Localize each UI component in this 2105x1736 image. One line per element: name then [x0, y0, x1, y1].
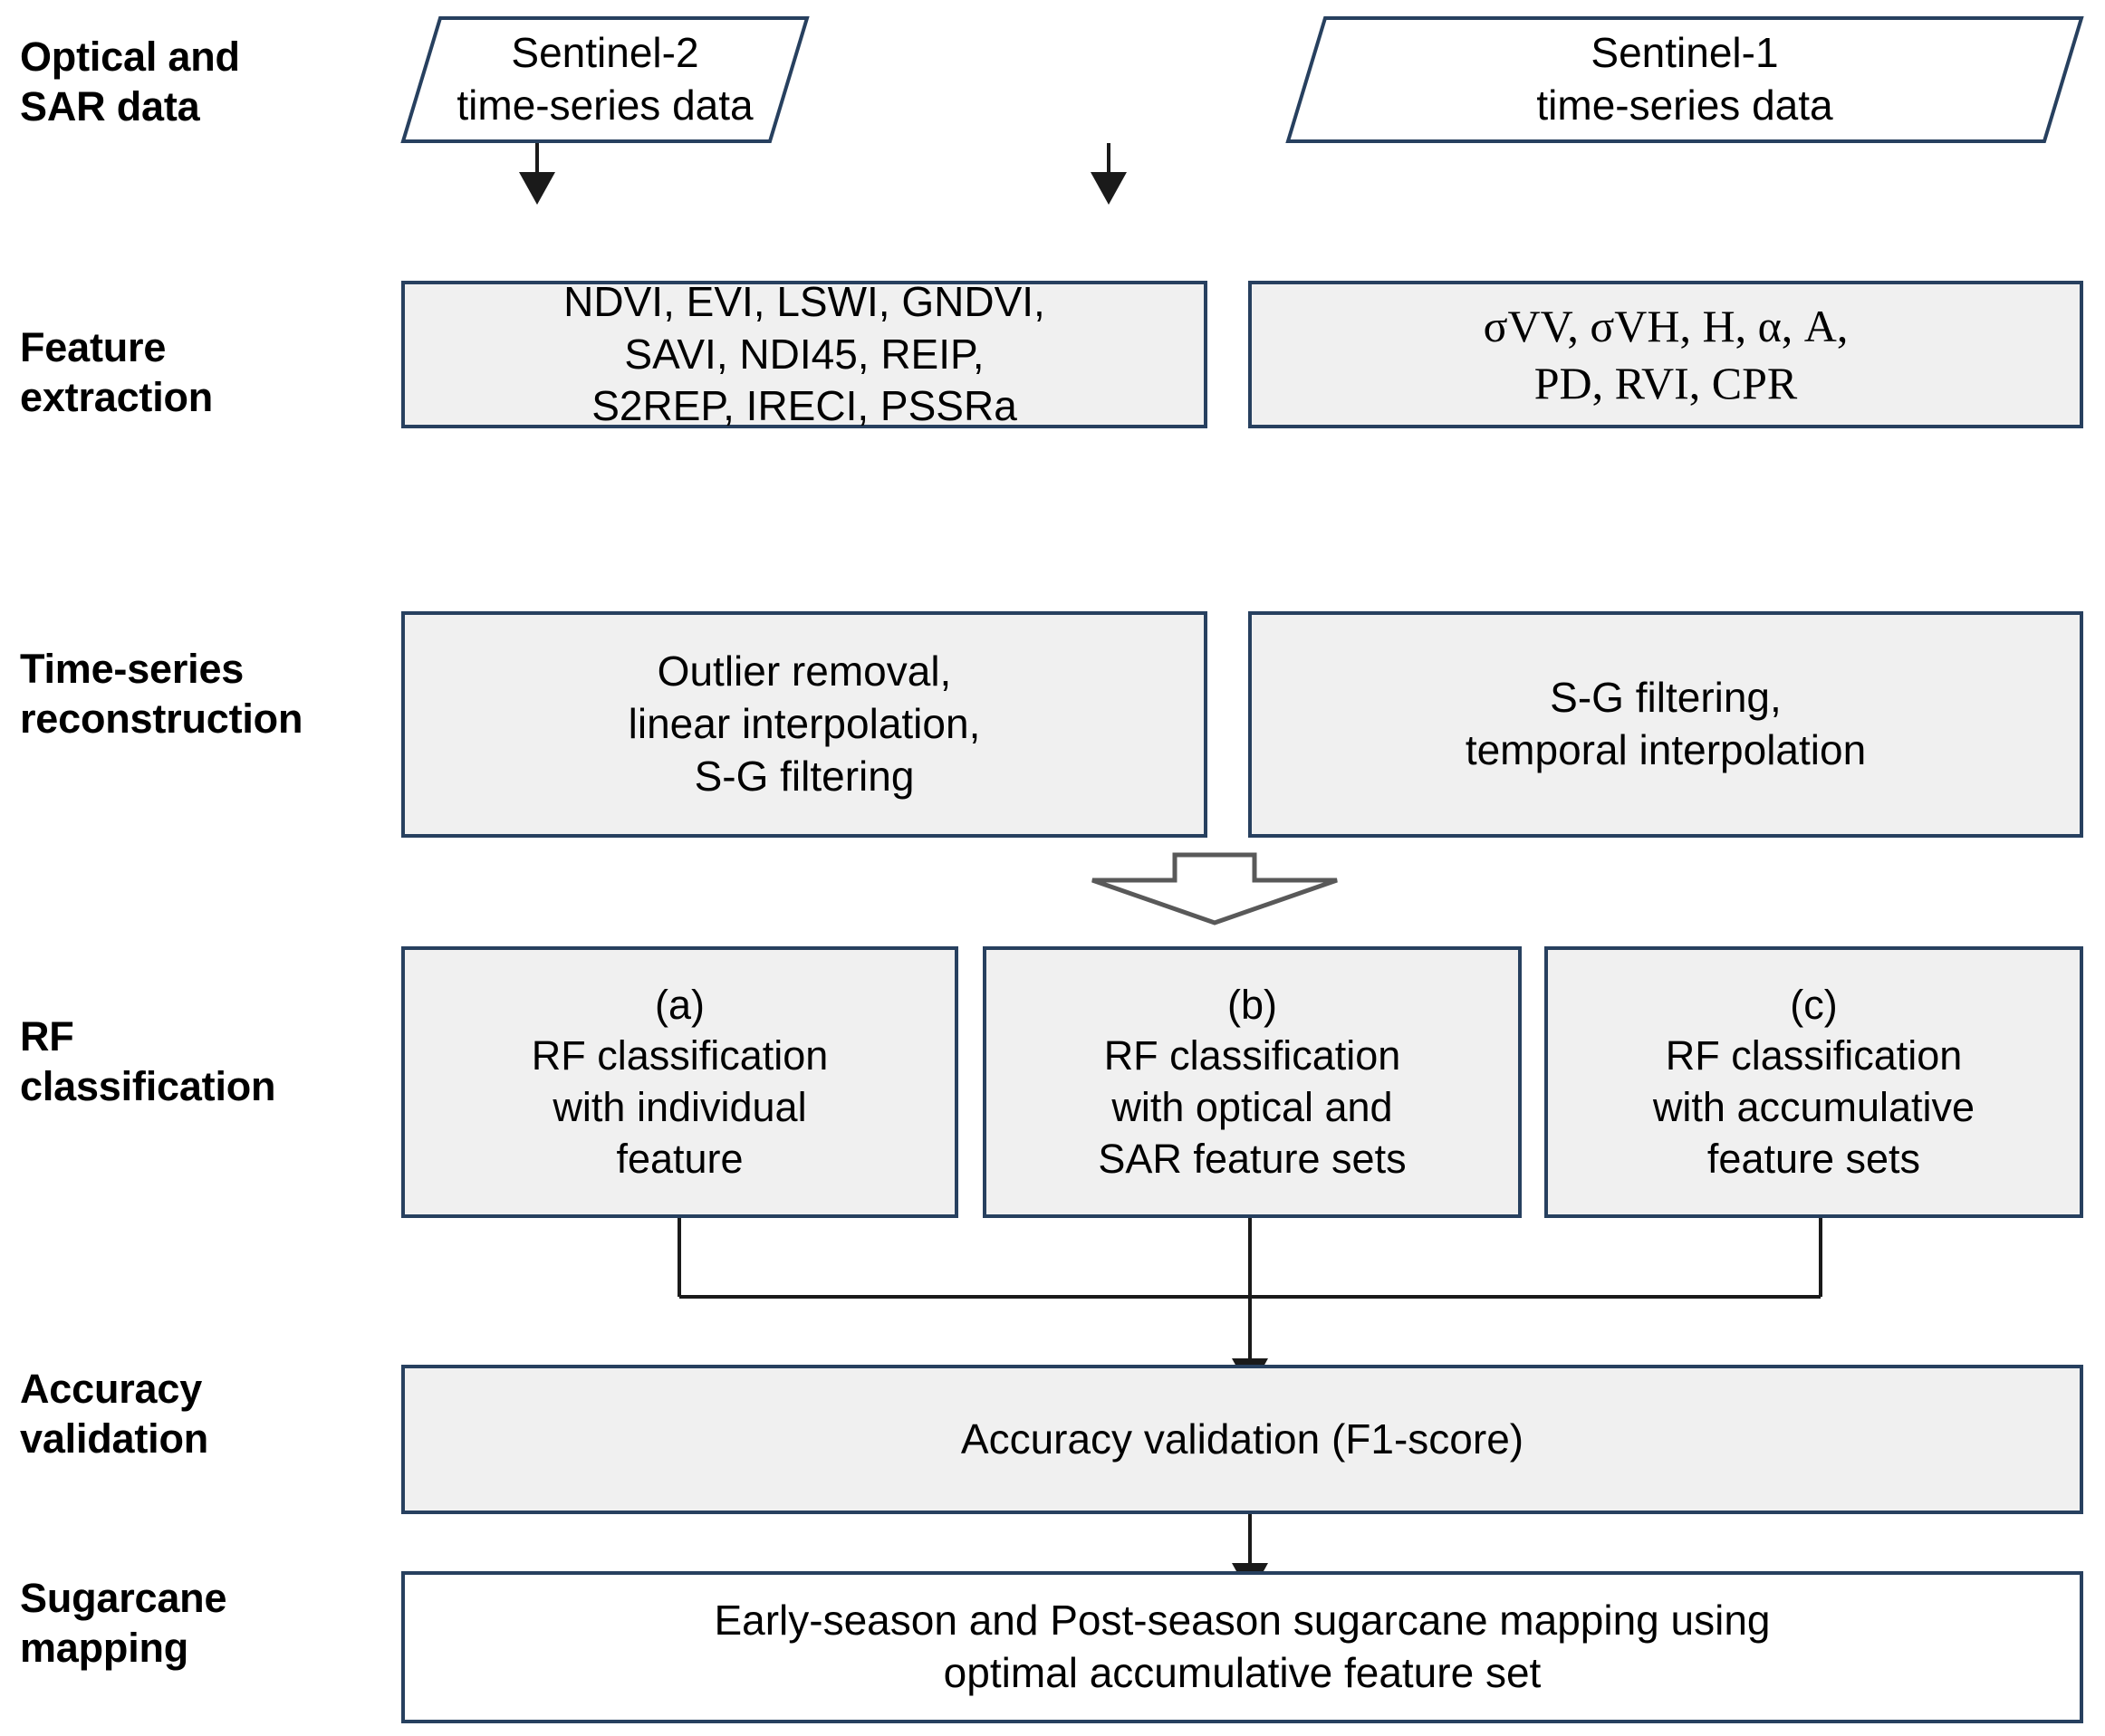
stage-label-accuracy-validation: Accuracy validation	[20, 1366, 209, 1462]
node-optical-feature-extraction[interactable]: NDVI, EVI, LSWI, GNDVI, SAVI, NDI45, REI…	[401, 278, 1207, 429]
node-sentinel2-source[interactable]: Sentinel-2 time-series data	[400, 16, 810, 143]
stage-label-optical-sar-data: Optical and SAR data	[20, 34, 240, 129]
stage-label-sugarcane-mapping: Sugarcane mapping	[20, 1575, 227, 1671]
node-sugarcane-mapping[interactable]: Early-season and Post-season sugarcane m…	[401, 1571, 2083, 1723]
node-rf-classification-c[interactable]: (c) RF classification with accumulative …	[1544, 946, 2083, 1218]
node-rf-classification-c-label: (c) RF classification with accumulative …	[1652, 981, 1975, 1182]
stage-label-feature-extraction: Feature extraction	[20, 324, 214, 420]
node-sar-timeseries-reconstruction-label: S-G filtering, temporal interpolation	[1465, 674, 1867, 773]
node-rf-classification-b-label: (b) RF classification with optical and S…	[1098, 981, 1407, 1182]
node-optical-timeseries-reconstruction-label: Outlier removal, linear interpolation, S…	[628, 647, 981, 800]
node-rf-classification-a[interactable]: (a) RF classification with individual fe…	[401, 946, 958, 1218]
stage-label-timeseries-reconstruction: Time-series reconstruction	[20, 646, 303, 742]
node-sar-feature-extraction[interactable]: σVV, σVH, H, α, A, PD, RVI, CPR	[1248, 281, 2083, 428]
arrow-rf-to-accuracy-validation	[678, 1218, 1822, 1391]
node-sentinel2-source-label: Sentinel-2 time-series data	[457, 29, 754, 129]
node-rf-classification-b[interactable]: (b) RF classification with optical and S…	[983, 946, 1522, 1218]
node-sar-timeseries-reconstruction[interactable]: S-G filtering, temporal interpolation	[1248, 611, 2083, 838]
block-arrow-reconstruction-to-rf	[1091, 852, 1338, 926]
node-accuracy-validation[interactable]: Accuracy validation (F1-score)	[401, 1365, 2083, 1514]
node-sugarcane-mapping-label: Early-season and Post-season sugarcane m…	[714, 1597, 1771, 1696]
node-sentinel1-source[interactable]: Sentinel-1 time-series data	[1285, 16, 2084, 143]
node-rf-classification-a-label: (a) RF classification with individual fe…	[531, 981, 829, 1182]
node-sentinel1-source-label: Sentinel-1 time-series data	[1536, 29, 1833, 129]
node-accuracy-validation-label: Accuracy validation (F1-score)	[960, 1415, 1524, 1463]
node-optical-timeseries-reconstruction[interactable]: Outlier removal, linear interpolation, S…	[401, 611, 1207, 838]
stage-label-rf-classification: RF classification	[20, 1013, 276, 1109]
node-optical-feature-extraction-label: NDVI, EVI, LSWI, GNDVI, SAVI, NDI45, REI…	[563, 277, 1045, 430]
node-sar-feature-extraction-label: σVV, σVH, H, α, A, PD, RVI, CPR	[1483, 300, 1849, 408]
